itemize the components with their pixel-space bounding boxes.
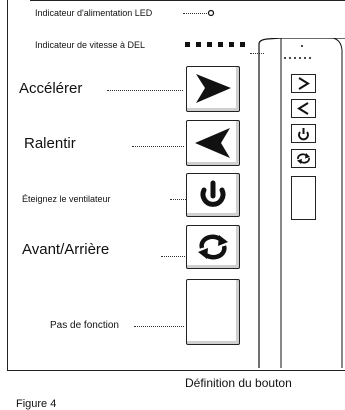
figure-label: Figure 4 — [16, 398, 57, 410]
led-speed-label: Indicateur de vitesse à DEL — [35, 40, 146, 50]
chevron-left-icon — [195, 128, 230, 158]
reverse-arrows-icon — [198, 234, 228, 260]
power-icon — [200, 180, 226, 207]
led-power-indicator — [207, 9, 215, 17]
led-power-leader — [183, 13, 209, 14]
figure-frame — [7, 0, 345, 371]
remote-outline — [258, 38, 345, 368]
reverse-label: Avant/Arrière — [22, 241, 110, 258]
no-function-leader — [134, 326, 184, 327]
accelerate-button[interactable] — [186, 66, 240, 112]
remote-no-function-button[interactable] — [291, 176, 316, 220]
decelerate-label: Ralentir — [24, 135, 76, 152]
chevron-left-icon — [297, 102, 309, 115]
no-function-button[interactable] — [186, 279, 240, 345]
remote-control — [257, 38, 345, 368]
reverse-arrows-icon — [297, 153, 310, 164]
decelerate-leader — [132, 146, 184, 147]
chevron-right-icon — [298, 77, 310, 90]
remote-power-button[interactable] — [291, 124, 316, 143]
remote-decelerate-button[interactable] — [291, 99, 316, 118]
power-icon — [298, 128, 309, 141]
top-border — [30, 0, 345, 1]
led-speed-leader — [250, 53, 264, 54]
reverse-leader — [161, 256, 185, 257]
led-power-label: Indicateur d'alimentation LED — [35, 8, 153, 18]
power-off-label: Éteignez le ventilateur — [22, 194, 111, 204]
reverse-button[interactable] — [186, 225, 240, 269]
no-function-label: Pas de fonction — [50, 320, 119, 331]
remote-accelerate-button[interactable] — [291, 74, 316, 93]
power-off-button[interactable] — [186, 173, 240, 217]
remote-reverse-button[interactable] — [291, 149, 316, 168]
decelerate-button[interactable] — [186, 120, 240, 166]
accelerate-leader — [107, 90, 183, 91]
chevron-right-icon — [196, 74, 231, 103]
figure-caption: Définition du bouton — [185, 376, 292, 390]
accelerate-label: Accélérer — [19, 80, 83, 97]
power-off-leader — [170, 199, 186, 200]
